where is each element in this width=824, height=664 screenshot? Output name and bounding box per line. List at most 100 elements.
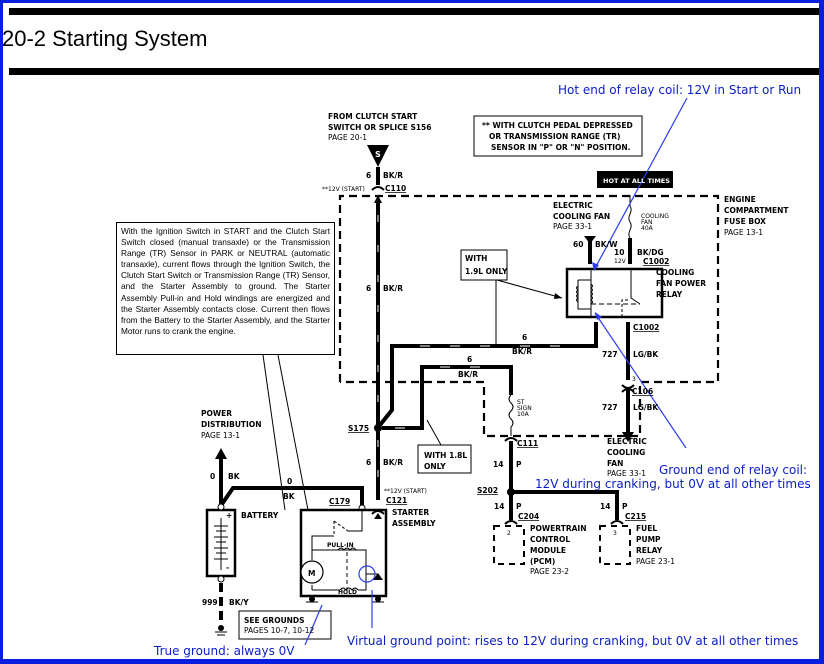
components-fuel-pump-line3-label: RELAY: [636, 546, 663, 555]
clutch-source-symbol: S: [367, 145, 389, 167]
with-19-arrowhead-icon: [554, 293, 562, 299]
wires-battery-up-color-label: BK: [228, 472, 241, 481]
components-cooling-fan-bottom-line2-label: COOLING: [607, 448, 645, 457]
battery-ground-icon: [215, 625, 227, 636]
connectors-s175-label: S175: [348, 424, 369, 433]
wires-battery-up-gauge-label: 0: [210, 472, 215, 481]
connectors-c179-label: C179: [329, 497, 350, 506]
wires-battery-ground-color-label: BK/Y: [229, 598, 249, 607]
components-relay-line2-label: FAN POWER: [656, 279, 706, 288]
components-pcm-line1-label: POWERTRAIN: [530, 524, 586, 533]
wires-relay-10-volt-label: 12V: [614, 258, 627, 265]
components-starter-motor-label: M: [308, 569, 315, 578]
c110-arrow-icon: [374, 195, 382, 203]
components-relay-line1-label: COOLING: [656, 268, 694, 277]
components-pcm-line2-label: CONTROL: [530, 535, 570, 544]
components-grounds-line2-label: PAGES 10-7, 10-12: [244, 626, 315, 635]
components-pcm-pin-label: 2: [507, 530, 511, 537]
description-box: With the Ignition Switch in START and th…: [116, 222, 335, 355]
connectors-c106-pin-label: 3: [632, 376, 636, 383]
components-cooling-fan-bottom-line1-label: ELECTRIC: [607, 437, 647, 446]
wires-pink-fuel-gauge-label: 14: [600, 502, 610, 511]
cooling-fan-relay: [565, 267, 664, 319]
wires-lg-lower-gauge-label: 727: [602, 403, 618, 412]
annotation-lines: [304, 97, 688, 646]
components-cooling-fan-bottom-page-label: PAGE 33-1: [607, 469, 646, 478]
fuse-box-boundary: [338, 194, 720, 438]
components-cooling-fan-top-line1-label: ELECTRIC: [553, 201, 593, 210]
components-with18-line1-label: WITH 1.8L: [424, 451, 467, 460]
cooling-fan-arrow-icon: [584, 236, 596, 244]
components-starter-pull-in-label: PULL-IN: [327, 542, 354, 549]
wires-horiz-top-gauge-label: 6: [522, 333, 527, 342]
with-18-arrow: [426, 419, 442, 446]
wires-pink-pcm-color-label: P: [516, 502, 522, 511]
hot-at-all-times-badge: [597, 171, 673, 188]
connectors-c121-label: C121: [386, 496, 407, 505]
wires-relay-60-gauge-label: 60: [573, 240, 583, 249]
components-starter-hold-label: HOLD: [338, 589, 357, 596]
components-fuse-st-line1-label: ST: [517, 399, 525, 406]
components-fuse-box-line1-label: ENGINE: [724, 195, 756, 204]
components-fuse-cooling-line2-label: FAN: [641, 219, 653, 226]
wires-s175-down-color-label: BK/R: [383, 458, 403, 467]
cooling-fan-arrow-bottom-icon: [622, 432, 634, 442]
wires-pink-c111-gauge-label: 14: [493, 460, 503, 469]
desc-leader-2: [277, 354, 309, 511]
components-fuse-cooling-line3-label: 40A: [641, 225, 654, 232]
with-18-box: [417, 444, 472, 474]
components-starter-line1-label: STARTER: [392, 508, 429, 517]
wires-pink-pcm-gauge-label: 14: [494, 502, 504, 511]
wires-clutch-note-label: **12V (START): [322, 186, 365, 193]
components-battery-plus-label: +: [226, 511, 232, 520]
wire-dashes-2: [395, 345, 560, 429]
connectors-s202-label: S202: [477, 486, 498, 495]
battery: [205, 503, 237, 583]
note-box-line3-label: SENSOR IN "P" OR "N" POSITION.: [491, 143, 631, 152]
connectors-c106-label: C106: [632, 387, 653, 396]
components-clutch-source-page-label: PAGE 20-1: [328, 133, 367, 142]
components-with18-line2-label: ONLY: [424, 462, 446, 471]
annotation-ground-end-2: 12V during cranking, but 0V at all other…: [535, 477, 811, 491]
components-fuel-pump-line2-label: PUMP: [636, 535, 661, 544]
pcm-box: [493, 525, 525, 565]
components-battery-label-label: BATTERY: [241, 511, 279, 520]
components-with19-line1-label: WITH: [465, 254, 487, 263]
wires-lg-lower-color-label: LG/BK: [633, 403, 659, 412]
with-19-box: [460, 249, 508, 281]
wires-relay-60-color-label: BK/W: [595, 240, 618, 249]
wires-s175-down-gauge-label: 6: [366, 458, 371, 467]
starter-diode-icon: [373, 573, 383, 580]
page-title: 20-2 Starting System: [2, 26, 208, 51]
wires-clutch-gauge-label: 6: [366, 171, 371, 180]
annotation-virtual-ground: Virtual ground point: rises to 12V durin…: [347, 634, 798, 648]
components-fuel-pump-pin-label: 3: [613, 530, 617, 537]
wires-horiz-18-gauge-label: 6: [467, 355, 472, 364]
components-cooling-fan-top-page-label: PAGE 33-1: [553, 222, 592, 231]
c106-connector-female-icon: [621, 388, 635, 393]
components-pcm-line4-label: (PCM): [530, 557, 555, 566]
components-cooling-fan-top-line2-label: COOLING FAN: [553, 212, 610, 221]
fuse-st-icon: [508, 394, 514, 428]
wires-lg-upper-gauge-label: 727: [602, 350, 618, 359]
annotation-ground-end-1: Ground end of relay coil:: [659, 463, 807, 477]
connectors-c1002-top-label: C1002: [643, 257, 669, 266]
components-power-dist-line2-label: DISTRIBUTION: [201, 420, 261, 429]
components-fuse-box-line2-label: COMPARTMENT: [724, 206, 789, 215]
c110-connector-icon: [371, 186, 385, 191]
components-clutch-source-symbol-label: S: [375, 150, 381, 159]
power-distribution-arrow-icon: [215, 448, 227, 459]
components-fuse-box-page-label: PAGE 13-1: [724, 228, 763, 237]
components-battery-minus-label: -: [226, 563, 229, 572]
wire-18-feed: [382, 365, 513, 430]
s175-splice: [374, 424, 382, 432]
header-rule-top: [9, 8, 819, 15]
with-19-arrow: [496, 279, 563, 299]
annotation-arrowheads: [592, 262, 602, 320]
wires-horiz-18-color-label: BK/R: [458, 370, 478, 379]
wires-vertical-fuse-gauge-label: 6: [366, 284, 371, 293]
note-box-line2-label: OR TRANSMISSION RANGE (TR): [489, 132, 620, 141]
relay-internals: [576, 269, 641, 317]
components-fuel-pump-page-label: PAGE 23-1: [636, 557, 675, 566]
